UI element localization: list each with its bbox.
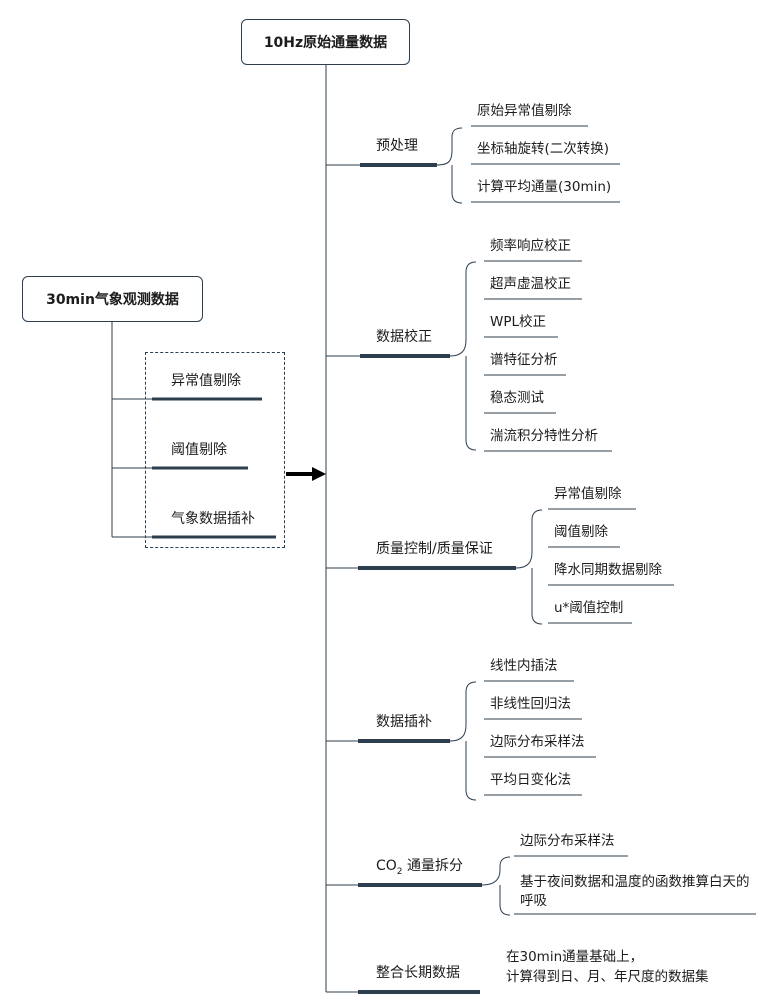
leaf-average-flux: 计算平均通量(30min) (477, 179, 612, 195)
leaf-qc-precipitation: 降水同期数据剔除 (554, 562, 662, 578)
leaf-partition-respiration: 基于夜间数据和温度的函数推算白天的呼吸 (520, 874, 750, 909)
section-preprocessing: 预处理 (376, 138, 418, 154)
leaf-longterm-line2: 计算得到日、月、年尺度的数据集 (506, 969, 709, 985)
leaf-wpl: WPL校正 (490, 314, 547, 330)
root-label: 10Hz原始通量数据 (263, 35, 388, 51)
left-item-outlier: 异常值剔除 (171, 373, 241, 389)
leaf-mds: 边际分布采样法 (490, 734, 585, 750)
leaf-qc-outlier: 异常值剔除 (554, 486, 622, 502)
leaf-longterm-line1: 在30min通量基础上， (506, 949, 644, 965)
leaf-coordinate-rotation: 坐标轴旋转(二次转换) (477, 141, 610, 157)
leaf-qc-ustar: u*阈值控制 (554, 600, 624, 616)
leaf-linear-interpolation: 线性内插法 (490, 658, 558, 674)
leaf-qc-threshold: 阈值剔除 (554, 524, 608, 540)
section-correction: 数据校正 (376, 329, 432, 345)
leaf-partition-mds: 边际分布采样法 (520, 833, 615, 849)
leaf-turbulence-characteristics: 湍流积分特性分析 (490, 428, 598, 444)
root-node: 10Hz原始通量数据 (241, 19, 410, 65)
leaf-nonlinear-regression: 非线性回归法 (490, 696, 571, 712)
section-qaqc: 质量控制/质量保证 (376, 541, 493, 557)
leaf-mean-diurnal: 平均日变化法 (490, 772, 571, 788)
left-item-gapfill: 气象数据插补 (171, 511, 255, 527)
co2-suffix: 通量拆分 (402, 858, 463, 874)
leaf-stationarity-test: 稳态测试 (490, 390, 544, 406)
section-gapfilling: 数据插补 (376, 714, 432, 730)
section-long-term: 整合长期数据 (376, 965, 460, 981)
section-co2-partitioning: CO2 通量拆分 (376, 856, 463, 882)
left-item-threshold: 阈值剔除 (171, 442, 227, 458)
leaf-sonic-temperature: 超声虚温校正 (490, 276, 571, 292)
meteorological-data-label: 30min气象观测数据 (46, 292, 179, 308)
leaf-frequency-response: 频率响应校正 (490, 238, 571, 254)
co2-subscript: 2 (396, 866, 403, 877)
leaf-spectral-analysis: 谱特征分析 (490, 352, 558, 368)
meteorological-data-node: 30min气象观测数据 (22, 276, 203, 322)
leaf-raw-outlier: 原始异常值剔除 (477, 103, 572, 119)
co2-prefix: CO (376, 858, 397, 874)
meteorological-processing-group (145, 352, 285, 548)
